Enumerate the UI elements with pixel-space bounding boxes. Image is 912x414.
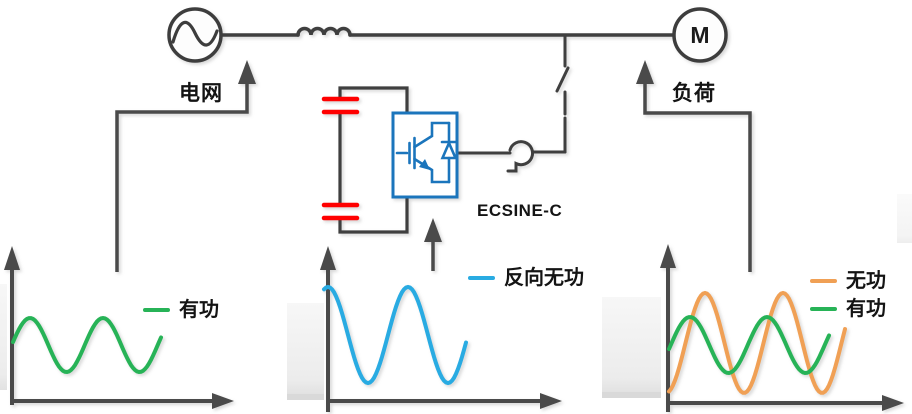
motor-letter: M: [690, 22, 709, 48]
converter-flow-arrow: [424, 218, 442, 271]
background-fragment-edge: [897, 194, 912, 243]
legend-label-active2: 有功: [846, 298, 886, 320]
current-sensor-icon: [455, 140, 535, 173]
ac-source-icon: [167, 7, 223, 63]
grid-active-waveform: [11, 315, 163, 375]
legend-label-active: 有功: [179, 299, 219, 321]
grid-flow-arrow: [115, 60, 256, 272]
load-flow-arrow: [636, 60, 752, 272]
converter-plot-legend: 反向无功: [468, 267, 584, 289]
background-fragment-middle-band: [287, 394, 324, 400]
legend-dash-reactive: [810, 278, 837, 284]
background-fragment-left: [0, 284, 7, 390]
background-fragment-right: [602, 297, 661, 392]
igbt-module-icon: [391, 111, 459, 199]
legend-label-reverse-reactive: 反向无功: [504, 267, 584, 289]
load-active-waveform: [667, 314, 831, 376]
motor-icon: M: [672, 7, 728, 63]
load-reactive-waveform: [667, 290, 847, 395]
background-fragment-middle: [287, 303, 324, 394]
converter-plot-axes: [320, 246, 562, 412]
legend-dash-reverse-reactive: [468, 275, 495, 281]
converter-reactive-waveform: [322, 284, 468, 386]
grid-plot-axes: [4, 246, 234, 409]
converter-label: ECSINE-C: [477, 201, 563, 220]
background-fragment-right-band: [602, 392, 661, 398]
legend-dash-active2: [810, 306, 837, 312]
switch-icon: [532, 33, 570, 154]
inductor-icon: [296, 26, 352, 37]
legend-dash-active: [143, 307, 170, 313]
grid-label: 电网: [179, 82, 223, 105]
capacitor-plates: [321, 96, 360, 221]
capacitor-bank-icon: [321, 86, 409, 234]
legend-label-reactive: 无功: [846, 270, 886, 292]
grid-plot-legend: 有功: [143, 299, 219, 321]
load-label: 负荷: [672, 82, 716, 105]
load-plot-legend-reactive: 无功: [810, 270, 886, 292]
igbt-emitter-arrow: [419, 159, 430, 170]
load-plot-axes: [660, 244, 904, 412]
load-plot-legend-active: 有功: [810, 298, 886, 320]
